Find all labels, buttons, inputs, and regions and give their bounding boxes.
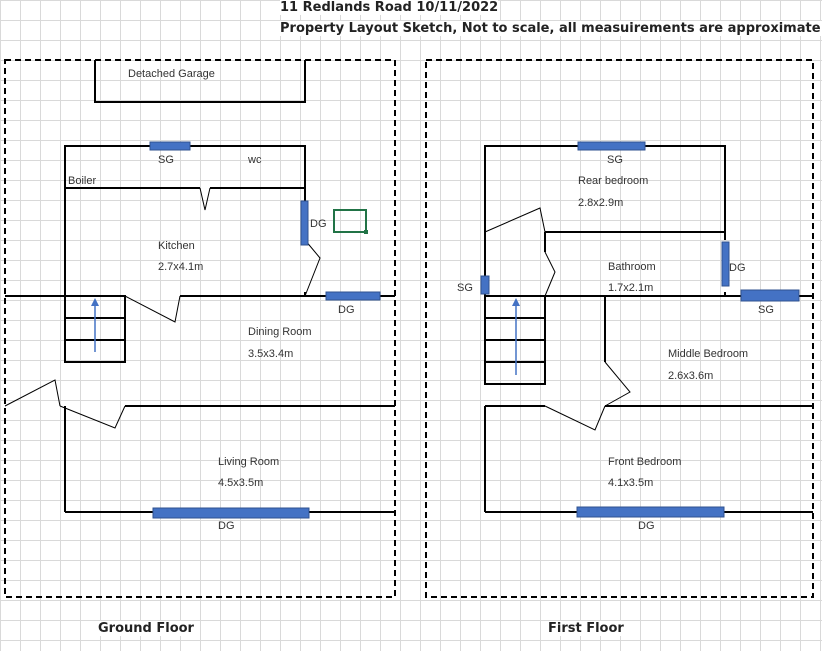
selected-cell-fill-handle[interactable]: [364, 230, 368, 234]
dining-window: [325, 291, 381, 301]
ground-floor-boundary: [4, 59, 396, 598]
kitchen-name: Kitchen: [158, 240, 195, 252]
wc-window: [149, 141, 191, 151]
living-door-swing: [59, 405, 126, 429]
rear-bedroom-name: Rear bedroom: [578, 175, 648, 187]
wc-label: wc: [247, 154, 262, 166]
kitchen-east-door-swing: [304, 239, 321, 297]
rear-bedroom-door-swing: [484, 207, 546, 233]
selected-cell-outline[interactable]: [333, 209, 367, 233]
boiler-label: Boiler: [68, 175, 96, 187]
stairs-up-arrowhead: [91, 298, 99, 306]
garage-walls: [94, 60, 306, 103]
sketch-subtitle: Property Layout Sketch, Not to scale, al…: [280, 21, 821, 36]
middle-bedroom-window-label: SG: [758, 304, 774, 316]
middle-bedroom-door-swing: [604, 361, 631, 407]
living-size: 4.5x3.5m: [218, 477, 263, 489]
front-bedroom-name: Front Bedroom: [608, 456, 681, 468]
middle-bedroom-window: [740, 289, 800, 302]
dining-name: Dining Room: [248, 326, 312, 338]
landing-window-label: SG: [457, 282, 473, 294]
living-name: Living Room: [218, 456, 279, 468]
rear-bedroom-window-label: SG: [607, 154, 623, 166]
kitchen-dining-door-swing: [124, 295, 181, 323]
middle-bedroom-name: Middle Bedroom: [668, 348, 748, 360]
bathroom-window-label: DG: [729, 262, 746, 274]
bathroom-name: Bathroom: [608, 261, 656, 273]
front-bedroom-size: 4.1x3.5m: [608, 477, 653, 489]
living-window: [152, 507, 310, 519]
kitchen-outer-walls: [64, 145, 306, 296]
front-bedroom-window: [576, 506, 725, 518]
bathroom-size: 1.7x2.1m: [608, 282, 653, 294]
garage-label: Detached Garage: [128, 68, 215, 80]
front-bedroom-window-label: DG: [638, 520, 655, 532]
rear-bedroom-size: 2.8x2.9m: [578, 197, 623, 209]
dining-size: 3.5x3.4m: [248, 348, 293, 360]
kitchen-window: [300, 200, 309, 246]
middle-bedroom-size: 2.6x3.6m: [668, 370, 713, 382]
ground-floor-label: Ground Floor: [96, 621, 196, 636]
landing-window: [480, 275, 490, 295]
front-door-swing: [4, 379, 61, 407]
bathroom-window: [721, 241, 730, 287]
property-address-date: 11 Redlands Road 10/11/2022: [280, 0, 499, 15]
stairs-up-arrowhead: [512, 298, 520, 306]
kitchen-size: 2.7x4.1m: [158, 261, 203, 273]
dining-window-label: DG: [338, 304, 355, 316]
front-bedroom-door-swing: [544, 405, 606, 431]
first-floor-label: First Floor: [546, 621, 626, 636]
ground-stairs: [64, 295, 126, 363]
first-floor-boundary: [425, 59, 814, 598]
bathroom-door-swing: [544, 251, 556, 297]
living-window-label: DG: [218, 520, 235, 532]
wc-door-swing: [199, 187, 211, 211]
kitchen-window-label: DG: [310, 218, 327, 230]
rear-bedroom-window: [577, 141, 646, 151]
wc-window-label: SG: [158, 154, 174, 166]
rear-bedroom-outer-walls: [484, 145, 726, 296]
